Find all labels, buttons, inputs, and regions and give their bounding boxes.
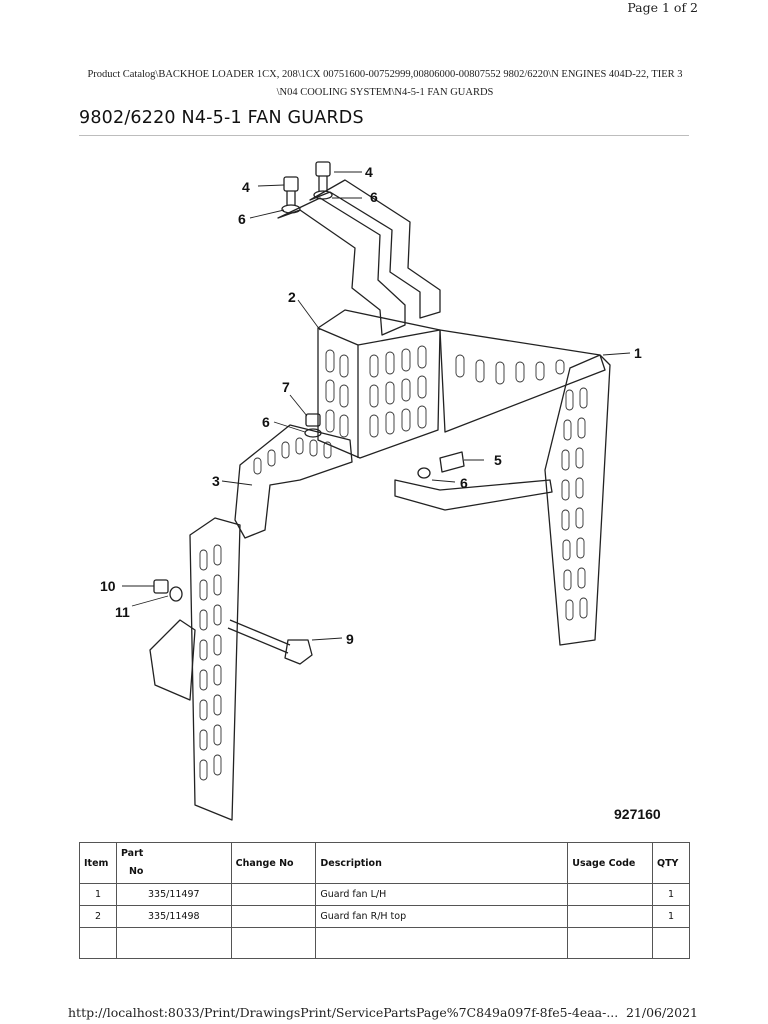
callout-4: 4: [242, 179, 250, 195]
cell-description: [315, 927, 569, 959]
cell-part-no[interactable]: 335/11498: [115, 905, 232, 928]
callout-9: 9: [346, 631, 354, 647]
guard-slots: [199, 345, 588, 781]
guard-fan-rh-top: [317, 309, 441, 459]
header-usage-code: Usage Code: [567, 842, 653, 884]
breadcrumb-line-1: Product Catalog\BACKHOE LOADER 1CX, 208\…: [87, 69, 683, 80]
nut-icon: [304, 413, 322, 438]
cell-change-no: [230, 905, 317, 928]
top-mounting-strap: [277, 179, 441, 336]
drawing-number: 927160: [614, 806, 661, 822]
cell-description: Guard fan R/H top: [315, 905, 569, 928]
cell-part-no[interactable]: 335/11497: [115, 883, 232, 906]
callout-5: 5: [494, 452, 502, 468]
title-divider: [79, 135, 689, 136]
lower-guard: [149, 517, 241, 821]
callout-6: 6: [238, 211, 246, 227]
page-number: Page 1 of 2: [627, 0, 698, 15]
exploded-parts-drawing: 4 4 6 6 2 1 7 6 5 6 3 10 11 9 927160: [100, 161, 661, 822]
callout-2: 2: [288, 289, 296, 305]
cell-item: 2: [79, 905, 117, 928]
cell-change-no: [230, 927, 317, 959]
bolt-icon: [281, 176, 301, 214]
cell-item: 1: [79, 883, 117, 906]
callout-1: 1: [634, 345, 642, 361]
bolt-icon: [313, 161, 333, 200]
header-qty: QTY: [652, 842, 690, 884]
footer-url: http://localhost:8033/Print/DrawingsPrin…: [68, 1005, 619, 1020]
nut-icon: [153, 579, 183, 602]
callout-6: 6: [262, 414, 270, 430]
table-row: 2 335/11498 Guard fan R/H top 1: [79, 905, 690, 928]
parts-table: Item Part No Change No Description Usage…: [79, 842, 690, 959]
footer-date: 21/06/2021: [625, 1005, 698, 1020]
cell-item: [79, 927, 117, 959]
header-part-no-line-2: No: [128, 866, 144, 877]
cell-qty: 1: [652, 905, 690, 928]
cell-usage-code: [567, 927, 653, 959]
header-part-no-line-1: Part: [120, 848, 144, 859]
cell-qty: 1: [652, 883, 690, 906]
table-header-row: Item Part No Change No Description Usage…: [79, 842, 690, 884]
callout-6: 6: [460, 475, 468, 491]
table-row: 1 335/11497 Guard fan L/H 1: [79, 883, 690, 906]
header-item: Item: [79, 842, 117, 884]
header-part-no: Part No: [115, 842, 232, 884]
cell-part-no: [115, 927, 232, 959]
callout-7: 7: [282, 379, 290, 395]
callout-4: 4: [365, 164, 373, 180]
cell-qty: [652, 927, 690, 959]
callout-6: 6: [370, 189, 378, 205]
callout-11: 11: [115, 604, 130, 620]
cell-usage-code: [567, 905, 653, 928]
callout-3: 3: [212, 473, 220, 489]
leader-lines: [122, 171, 631, 641]
long-bolt: [227, 619, 313, 665]
breadcrumb: Product Catalog\BACKHOE LOADER 1CX, 208\…: [60, 66, 710, 102]
guard-bracket: [234, 424, 353, 539]
breadcrumb-line-2: \N04 COOLING SYSTEM\N4-5-1 FAN GUARDS: [276, 87, 494, 98]
callout-10: 10: [100, 578, 116, 594]
cell-usage-code: [567, 883, 653, 906]
header-description: Description: [315, 842, 569, 884]
cell-description: Guard fan L/H: [315, 883, 569, 906]
guard-fan-lh: [439, 329, 611, 646]
cell-change-no: [230, 883, 317, 906]
support-rod: [394, 451, 553, 511]
page-title: 9802/6220 N4-5-1 FAN GUARDS: [79, 108, 364, 128]
header-change-no: Change No: [230, 842, 317, 884]
table-row: [79, 927, 690, 959]
